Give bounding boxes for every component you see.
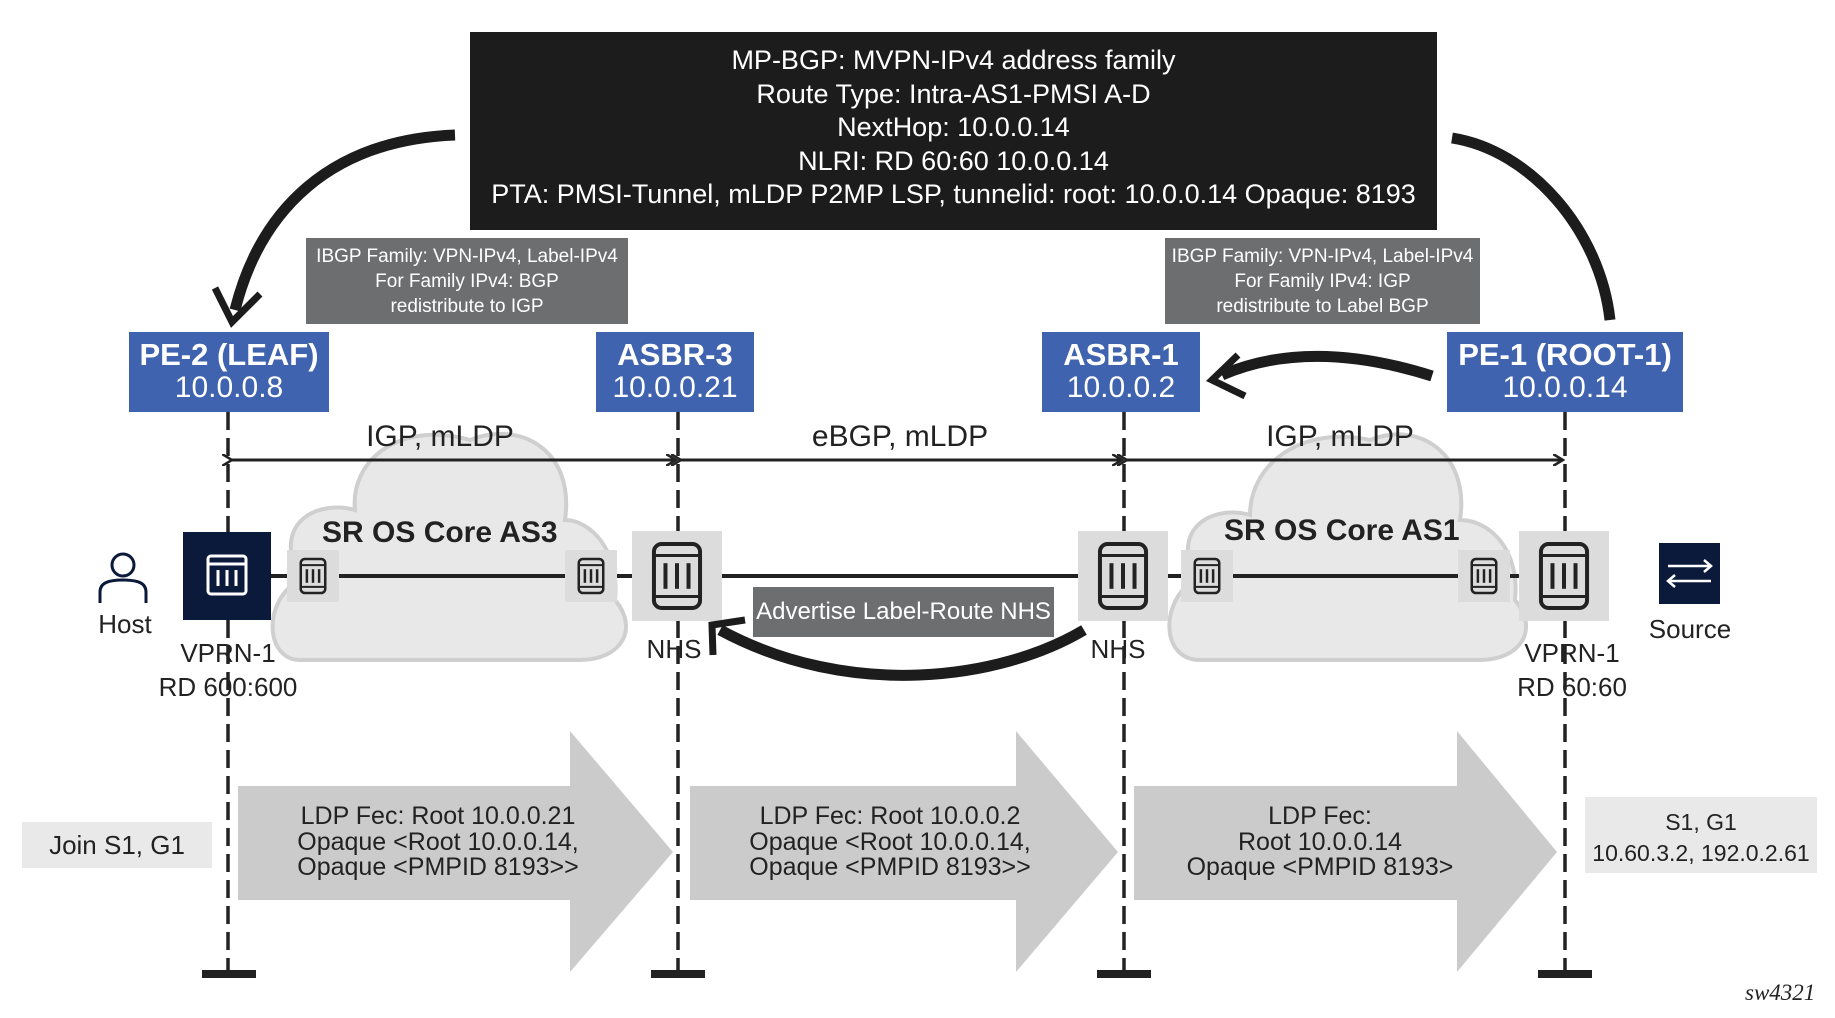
fec-line: LDP Fec: Root 10.0.0.2: [759, 802, 1021, 830]
arrow-bgp-to-pe2: [229, 129, 456, 312]
bgp-line: MP-BGP: MVPN-IPv4 address family: [731, 45, 1176, 75]
vprn-rd: RD 600:600: [158, 672, 298, 702]
cloud-label-as3: SR OS Core AS3: [322, 516, 558, 549]
node-asbr3[interactable]: ASBR-3 10.0.0.21: [596, 332, 754, 412]
nhs-label-asbr3: NHS: [646, 634, 702, 664]
note-line: For Family IPv4: BGP: [375, 271, 559, 292]
fec-line: Opaque <Root 10.0.0.14,: [749, 827, 1031, 856]
mp-bgp-route-box: MP-BGP: MVPN-IPv4 address family Route T…: [470, 32, 1437, 230]
note-right-ibgp: IBGP Family: VPN-IPv4, Label-IPv4 For Fa…: [1165, 238, 1480, 324]
router-icon: [1458, 550, 1510, 602]
link-label-middle: eBGP, mLDP: [811, 420, 989, 453]
node-pe2-leaf[interactable]: PE-2 (LEAF) 10.0.0.8: [129, 332, 329, 412]
node-ip: 10.0.0.14: [1502, 371, 1628, 404]
fec-text-1: LDP Fec: Root 10.0.0.21 Opaque <Root 10.…: [238, 802, 638, 881]
fec-arrows: [238, 731, 1557, 972]
note-line: redistribute to Label BGP: [1216, 296, 1429, 317]
arrow-pe1-to-bgp: [1451, 132, 1616, 321]
fec-arrow-2: [690, 731, 1118, 972]
host-icon: [98, 552, 148, 603]
node-name: PE-1 (ROOT-1): [1458, 337, 1672, 372]
vprn-right: VPRN-1 RD 60:60: [1472, 636, 1672, 704]
note-line: redistribute to IGP: [390, 296, 544, 317]
bgp-line: NLRI: RD 60:60 10.0.0.14: [798, 145, 1109, 176]
fec-line: Opaque <PMPID 8193>>: [749, 853, 1031, 881]
curved-arrows: [211, 129, 1616, 681]
router-icon: [287, 550, 339, 602]
router-icon: [1078, 531, 1168, 621]
source-label: Source: [1648, 614, 1732, 644]
note-line: For Family IPv4: IGP: [1234, 271, 1411, 292]
node-asbr1[interactable]: ASBR-1 10.0.0.2: [1042, 332, 1200, 412]
arrowhead-asbr1: [1205, 352, 1247, 400]
note-line: IBGP Family: VPN-IPv4, Label-IPv4: [1171, 246, 1474, 267]
fec-line: LDP Fec: Root 10.0.0.21: [300, 802, 576, 830]
fec-line: Opaque <PMPID 8193>>: [297, 853, 579, 881]
vprn-name: VPRN-1: [1524, 638, 1620, 668]
arrow-asbr1-to-asbr3: [717, 625, 1087, 681]
vprn-name: VPRN-1: [180, 638, 276, 668]
guide-foot: [1097, 970, 1151, 978]
source-icon: [1659, 543, 1720, 604]
vertical-guides: [202, 412, 1592, 978]
fec-line: Root 10.0.0.14: [1237, 827, 1402, 856]
arrowhead-pe2: [211, 286, 263, 328]
router-icon: [632, 531, 722, 621]
join-box: Join S1, G1: [22, 822, 212, 868]
node-name: PE-2 (LEAF): [139, 337, 319, 372]
sg-line: S1, G1: [1665, 809, 1737, 835]
note-line: IBGP Family: VPN-IPv4, Label-IPv4: [316, 246, 618, 267]
fec-line: LDP Fec:: [1268, 802, 1372, 830]
router-pe2: [183, 532, 271, 620]
cloud-label-as1: SR OS Core AS1: [1224, 514, 1460, 547]
fec-text-3: LDP Fec: Root 10.0.0.14 Opaque <PMPID 81…: [1134, 802, 1506, 881]
node-pe1-root[interactable]: PE-1 (ROOT-1) 10.0.0.14: [1447, 332, 1683, 412]
sg-line: 10.60.3.2, 192.0.2.61: [1592, 840, 1810, 866]
vprn-left: VPRN-1 RD 600:600: [128, 636, 328, 704]
node-ip: 10.0.0.21: [612, 371, 738, 404]
fec-arrow-1: [238, 731, 673, 972]
sg-box: S1, G1 10.60.3.2, 192.0.2.61: [1585, 797, 1817, 873]
bgp-line: PTA: PMSI-Tunnel, mLDP P2MP LSP, tunneli…: [491, 179, 1416, 209]
bgp-line: Route Type: Intra-AS1-PMSI A-D: [756, 78, 1151, 109]
guide-foot: [651, 970, 705, 978]
note-left-ibgp: IBGP Family: VPN-IPv4, Label-IPv4 For Fa…: [306, 238, 628, 324]
advertise-nhs-note: Advertise Label-Route NHS: [753, 587, 1054, 637]
link-label-left: IGP, mLDP: [366, 420, 514, 453]
fec-arrow-3: [1134, 731, 1557, 972]
guide-foot: [202, 970, 256, 978]
figure-id: sw4321: [1745, 980, 1816, 1005]
node-name: ASBR-3: [617, 337, 733, 372]
router-icon: [1519, 531, 1609, 621]
link-label-right: IGP, mLDP: [1266, 420, 1414, 453]
fec-text-2: LDP Fec: Root 10.0.0.2 Opaque <Root 10.0…: [690, 802, 1090, 881]
router-icon: [565, 550, 617, 602]
arrow-pe1-to-asbr1: [1219, 350, 1434, 382]
fec-line: Opaque <Root 10.0.0.14,: [297, 827, 579, 856]
fec-line: Opaque <PMPID 8193>: [1186, 853, 1454, 881]
node-name: ASBR-1: [1063, 337, 1179, 372]
nhs-label-asbr1: NHS: [1090, 634, 1146, 664]
node-ip: 10.0.0.2: [1066, 371, 1176, 404]
bgp-line: NextHop: 10.0.0.14: [837, 112, 1070, 142]
node-ip: 10.0.0.8: [174, 371, 284, 404]
vprn-rd: RD 60:60: [1517, 672, 1627, 702]
host-label: Host: [98, 609, 152, 639]
guide-foot: [1538, 970, 1592, 978]
router-icon: [1181, 550, 1233, 602]
arrowhead-asbr3: [708, 616, 746, 656]
